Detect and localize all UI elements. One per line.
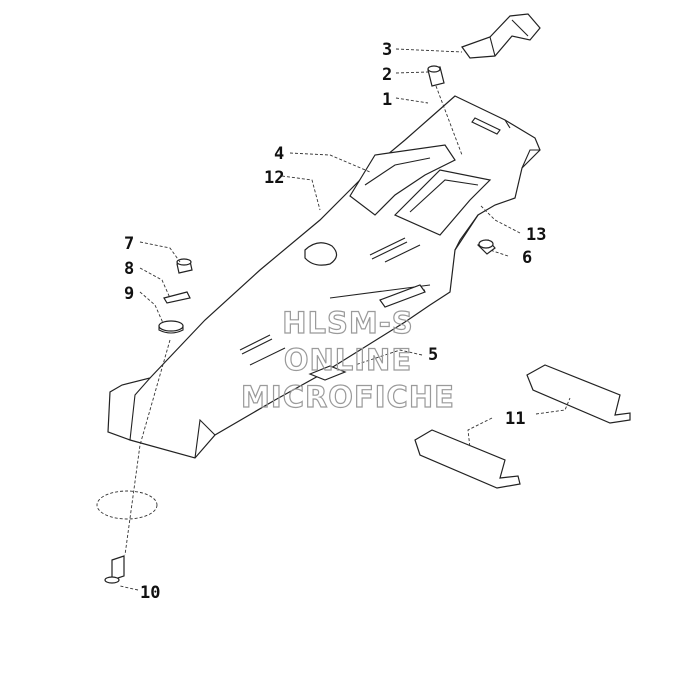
callouts: 1 2 3 4 12 13 6 7 8 9 5 11 10: [124, 40, 546, 603]
leader-lines: [119, 48, 571, 591]
callout-5: 5: [428, 345, 438, 365]
callout-2: 2: [382, 65, 392, 85]
callout-4: 4: [274, 144, 284, 164]
callout-8: 8: [124, 259, 134, 279]
callout-12: 12: [264, 168, 284, 188]
watermark-line-1: HLSM-S: [282, 306, 413, 340]
callout-9: 9: [124, 284, 134, 304]
spacer-part-9: [158, 320, 184, 334]
bolt-part-10: [96, 490, 158, 584]
washer-part-8: [163, 291, 191, 304]
watermark-line-3: MICROFICHE: [241, 380, 455, 414]
callout-11: 11: [505, 409, 525, 429]
callout-13: 13: [526, 225, 546, 245]
nut-part-6: [476, 239, 496, 255]
fastener-part-7: [176, 258, 193, 274]
callout-1: 1: [382, 90, 392, 110]
bracket-part-3: [461, 13, 541, 59]
plate-4: [349, 144, 456, 216]
callout-10: 10: [140, 583, 160, 603]
plate-13: [393, 169, 492, 236]
callout-7: 7: [124, 234, 134, 254]
watermark-line-2: ONLINE: [284, 343, 412, 377]
watermark: HLSM-S ONLINE MICROFICHE: [240, 305, 455, 414]
callout-3: 3: [382, 40, 392, 60]
traction-strips-part-11: [414, 364, 631, 489]
fastener-part-2: [427, 65, 445, 87]
callout-6: 6: [522, 248, 532, 268]
